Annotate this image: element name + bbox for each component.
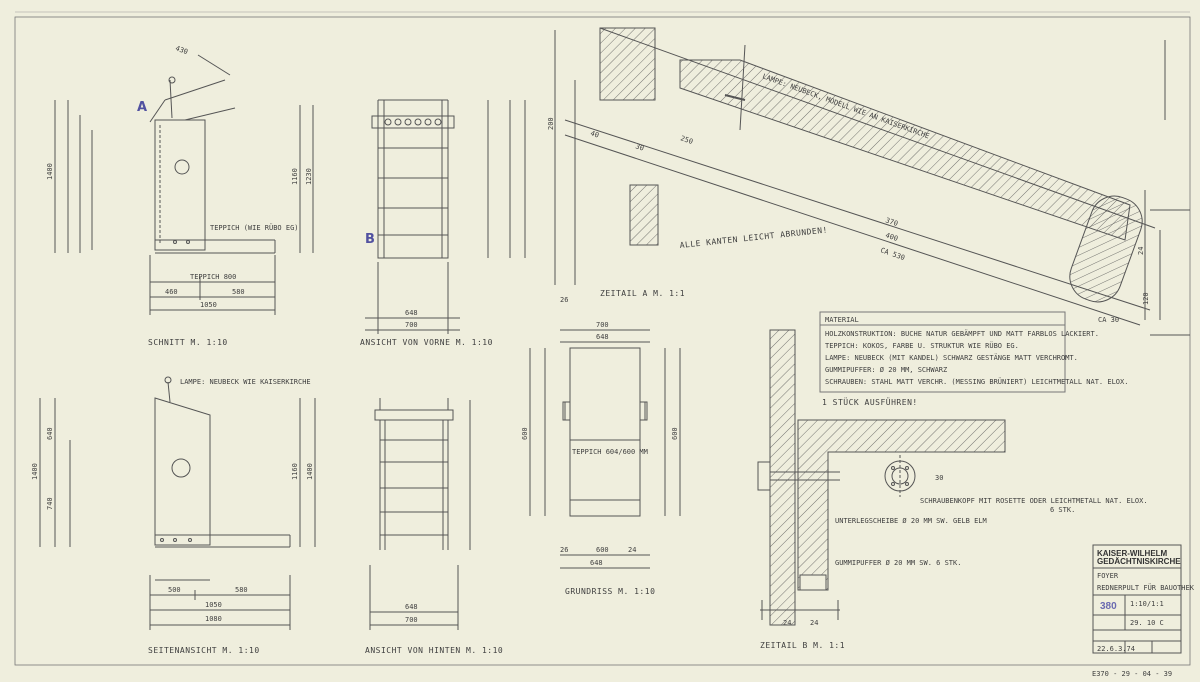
grundriss-view bbox=[529, 329, 681, 569]
dim-label: 250 bbox=[679, 134, 694, 146]
dim-label: 648 bbox=[405, 603, 418, 611]
note-unterlegscheibe: UNTERLEGSCHEIBE Ø 20 MM SW. GELB ELM bbox=[835, 517, 987, 525]
dim-label: 640 bbox=[46, 427, 54, 440]
dim-label: CA 30 bbox=[1098, 316, 1119, 324]
dim-label: 30 bbox=[634, 142, 645, 152]
dim-label: CA 530 bbox=[879, 246, 906, 262]
dim-label: 1400 bbox=[46, 163, 54, 180]
dim-label: 700 bbox=[405, 616, 418, 624]
section-marker-b: B bbox=[365, 232, 375, 247]
title-number: 380 bbox=[1100, 601, 1117, 612]
material-row: HOLZKONSTRUKTION: BUCHE NATUR GEBÄMPFT U… bbox=[825, 329, 1099, 338]
dim-label: 460 bbox=[165, 288, 178, 296]
material-heading: MATERIAL bbox=[825, 316, 859, 324]
note-gummipuffer: GUMMIPUFFER Ø 20 MM SW. 6 STK. bbox=[835, 559, 961, 567]
dim-label: 120 bbox=[1142, 292, 1150, 305]
title-room: FOYER bbox=[1097, 572, 1119, 580]
dim-label: 580 bbox=[235, 586, 248, 594]
material-row: SCHRAUBEN: STAHL MATT VERCHR. (MESSING B… bbox=[825, 377, 1128, 386]
caption-zeitail-b: ZEITAIL B M. 1:1 bbox=[760, 641, 845, 650]
dim-label: 648 bbox=[590, 559, 603, 567]
title-scale: 1:10/1:1 bbox=[1130, 600, 1164, 608]
dim-label: 648 bbox=[596, 333, 609, 341]
caption-ansicht-vorne: ANSICHT VON VORNE M. 1:10 bbox=[360, 338, 493, 347]
sheet-border bbox=[14, 16, 1191, 666]
dim-label: 24 bbox=[628, 546, 636, 554]
dim-label: 200 bbox=[547, 117, 555, 130]
caption-ansicht-hinten: ANSICHT VON HINTEN M. 1:10 bbox=[365, 646, 503, 655]
dim-label: 700 bbox=[405, 321, 418, 329]
note-teppich-grund: TEPPICH 604/600 MM bbox=[572, 448, 648, 456]
dim-label: 648 bbox=[405, 309, 418, 317]
dim-label: 1230 bbox=[305, 168, 313, 185]
note-schraubenkopf: SCHRAUBENKOPF MIT ROSETTE ODER LEICHTMET… bbox=[920, 497, 1148, 505]
dim-label: 1400 bbox=[31, 463, 39, 480]
dim-label: 1050 bbox=[205, 601, 222, 609]
dim-label: 1080 bbox=[205, 615, 222, 623]
dim-label: 40 bbox=[589, 129, 600, 139]
seitenansicht-view bbox=[39, 376, 316, 630]
zeitail-a-detail bbox=[554, 27, 1190, 336]
caption-zeitail-a: ZEITAIL A M. 1:1 bbox=[600, 289, 685, 298]
title-object: REDNERPULT FÜR BAUOTHEK bbox=[1097, 583, 1195, 592]
material-box bbox=[819, 311, 1066, 393]
dim-label: 740 bbox=[46, 497, 54, 510]
caption-schnitt: SCHNITT M. 1:10 bbox=[148, 338, 228, 347]
material-row: TEPPICH: KOKOS, FARBE U. STRUKTUR WIE RÜ… bbox=[825, 341, 1019, 350]
dim-label: 26 bbox=[560, 546, 568, 554]
ansicht-hinten-view bbox=[369, 398, 471, 630]
title-block bbox=[1092, 544, 1182, 654]
footer-archive-number: E370 - 29 - 04 - 39 bbox=[1092, 670, 1172, 678]
title-date: 29. 10 C bbox=[1130, 619, 1164, 627]
dim-label: 600 bbox=[596, 546, 609, 554]
dim-label: 600 bbox=[671, 427, 679, 440]
dim-label: 430 bbox=[174, 44, 189, 56]
title-ref: 22.6.3.74 bbox=[1097, 645, 1135, 653]
dim-label: 26 bbox=[560, 296, 568, 304]
note-six-stk: 6 STK. bbox=[1050, 506, 1075, 514]
material-row: GUMMIPUFFER: Ø 20 MM, SCHWARZ bbox=[825, 366, 947, 374]
zeitail-b-detail bbox=[757, 329, 1006, 626]
caption-grundriss: GRUNDRISS M. 1:10 bbox=[565, 587, 655, 596]
dim-label: 24 bbox=[1137, 247, 1145, 255]
dim-label: 1160 bbox=[291, 168, 299, 185]
dim-label: 500 bbox=[168, 586, 181, 594]
dim-label: 700 bbox=[596, 321, 609, 329]
caption-seitenansicht: SEITENANSICHT M. 1:10 bbox=[148, 646, 260, 655]
schnitt-view bbox=[54, 54, 314, 315]
ansicht-vorne-view bbox=[365, 99, 526, 334]
dim-label: 370 bbox=[884, 216, 899, 228]
dim-label: 600 bbox=[521, 427, 529, 440]
note-kanten: ALLE KANTEN LEICHT ABRUNDEN! bbox=[679, 225, 828, 250]
dim-label: 24 bbox=[810, 619, 818, 627]
dim-label: 1050 bbox=[200, 301, 217, 309]
note-teppich-rueb: TEPPICH (WIE RÜBO EG) bbox=[210, 223, 299, 232]
section-marker-a: A bbox=[137, 100, 147, 115]
note-teppich: TEPPICH 800 bbox=[190, 273, 236, 281]
note-lampe-left: LAMPE: NEUBECK WIE KAISERKIRCHE bbox=[180, 378, 311, 386]
dim-label: 400 bbox=[884, 231, 899, 243]
dim-label: 580 bbox=[232, 288, 245, 296]
dim-label: 24 bbox=[783, 619, 791, 627]
dim-label: 1160 bbox=[291, 463, 299, 480]
title-church-line1: KAISER-WILHELM bbox=[1097, 549, 1168, 558]
title-church-line2: GEDÄCHTNISKIRCHE bbox=[1097, 557, 1181, 566]
dim-label: 30 bbox=[935, 474, 943, 482]
note-ausfuehren: 1 STÜCK AUSFÜHREN! bbox=[822, 397, 918, 407]
dim-label: 1400 bbox=[306, 463, 314, 480]
material-row: LAMPE: NEUBECK (MIT KANDEL) SCHWARZ GEST… bbox=[825, 353, 1078, 362]
